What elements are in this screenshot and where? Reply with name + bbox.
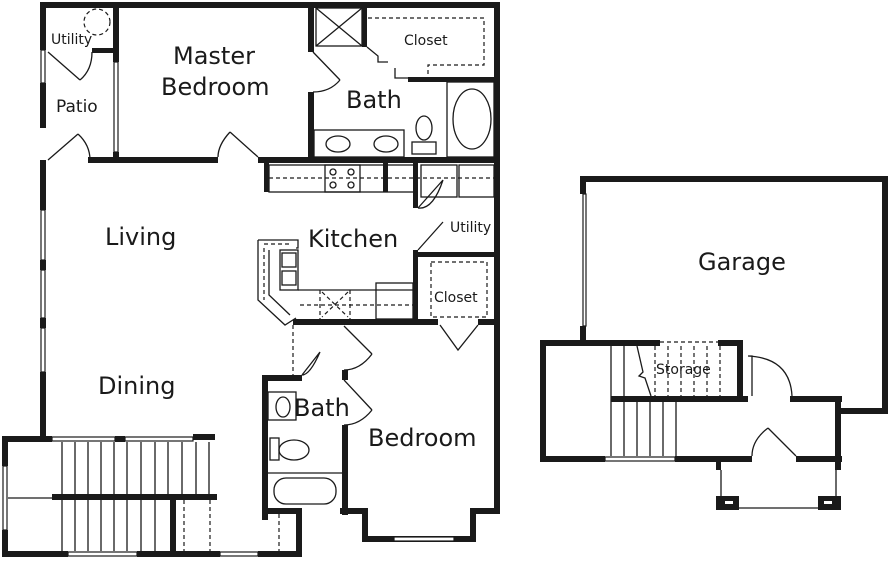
room-label-utility-2: Utility <box>450 220 492 236</box>
room-label-closet-2: Closet <box>434 290 478 306</box>
room-label-storage: Storage <box>656 362 711 378</box>
room-label-living: Living <box>105 223 177 251</box>
room-label-master-bath: Bath <box>346 86 402 114</box>
garage-details <box>582 193 837 509</box>
stairs-main <box>8 442 210 551</box>
room-label-master-bedroom-line2: Bedroom <box>161 73 270 101</box>
main-unit-walls <box>2 2 500 557</box>
doors <box>47 46 479 426</box>
room-label-dining: Dining <box>98 372 176 400</box>
room-label-bath-2: Bath <box>294 394 350 422</box>
room-label-master-bedroom-line1: Master <box>173 42 255 70</box>
room-label-bedroom: Bedroom <box>368 424 477 452</box>
room-label-master-closet: Closet <box>404 33 448 49</box>
room-label-utility: Utility <box>51 32 93 48</box>
room-label-kitchen: Kitchen <box>308 225 399 253</box>
windows <box>2 49 455 557</box>
fixtures <box>83 7 495 551</box>
room-label-garage: Garage <box>698 248 786 276</box>
room-label-patio: Patio <box>56 97 98 117</box>
garage-unit-walls <box>540 176 888 510</box>
